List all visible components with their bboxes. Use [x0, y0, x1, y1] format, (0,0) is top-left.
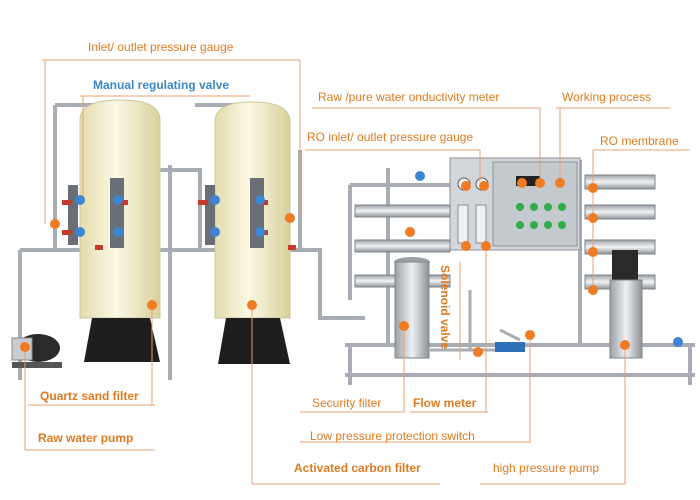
marker-solenoid — [405, 227, 415, 237]
label-security-filter: Security filter — [312, 396, 382, 410]
marker-membrane-1 — [588, 183, 598, 193]
marker-flowmeter-2 — [481, 241, 491, 251]
ro-membranes — [354, 174, 656, 290]
marker-solenoid-2 — [473, 347, 483, 357]
marker-membrane-3 — [588, 247, 598, 257]
marker-hp-pump — [620, 340, 630, 350]
label-ro-membrane: RO membrane — [600, 134, 679, 148]
label-working-process: Working process — [562, 90, 652, 104]
marker-ro-gauge-1 — [461, 181, 471, 191]
flow-meter-body — [495, 342, 525, 352]
label-manual-valve: Manual regulating valve — [93, 78, 230, 92]
label-carbon-filter: Activated carbon filter — [294, 461, 421, 475]
label-hp-pump: high pressure pump — [493, 461, 600, 475]
marker-flowmeter-1 — [461, 241, 471, 251]
raw-water-pump — [11, 334, 62, 368]
label-conductivity-meter: Raw /pure water onductivity meter — [318, 90, 500, 104]
marker-lowpress — [525, 330, 535, 340]
marker-membrane-4 — [588, 285, 598, 295]
control-panel — [449, 157, 581, 251]
marker-inlet-gauge-left — [50, 219, 60, 229]
marker-conductivity-2 — [535, 178, 545, 188]
marker-inlet-gauge-right — [285, 213, 295, 223]
marker-quartz — [147, 300, 157, 310]
label-solenoid-valve: Solenoid valve — [438, 265, 452, 350]
marker-membrane-2 — [588, 213, 598, 223]
marker-conductivity-1 — [517, 178, 527, 188]
label-quartz-filter: Quartz sand filter — [40, 389, 139, 403]
label-flow-meter: Flow meter — [413, 396, 477, 410]
high-pressure-pump — [609, 250, 643, 359]
label-inlet-outlet-gauge: Inlet/ outlet pressure gauge — [88, 40, 234, 54]
marker-working — [555, 178, 565, 188]
blue-markers — [75, 171, 683, 347]
security-filter — [394, 257, 430, 359]
label-ro-gauge: RO inlet/ outlet pressure gauge — [307, 130, 474, 144]
marker-carbon — [247, 300, 257, 310]
leader-lines — [24, 59, 690, 485]
marker-security — [399, 321, 409, 331]
label-low-pressure-switch: Low pressure protection switch — [310, 429, 475, 443]
orange-markers — [20, 178, 630, 357]
marker-raw-pump — [20, 342, 30, 352]
label-raw-pump: Raw water pump — [38, 431, 134, 445]
marker-ro-gauge-2 — [479, 181, 489, 191]
